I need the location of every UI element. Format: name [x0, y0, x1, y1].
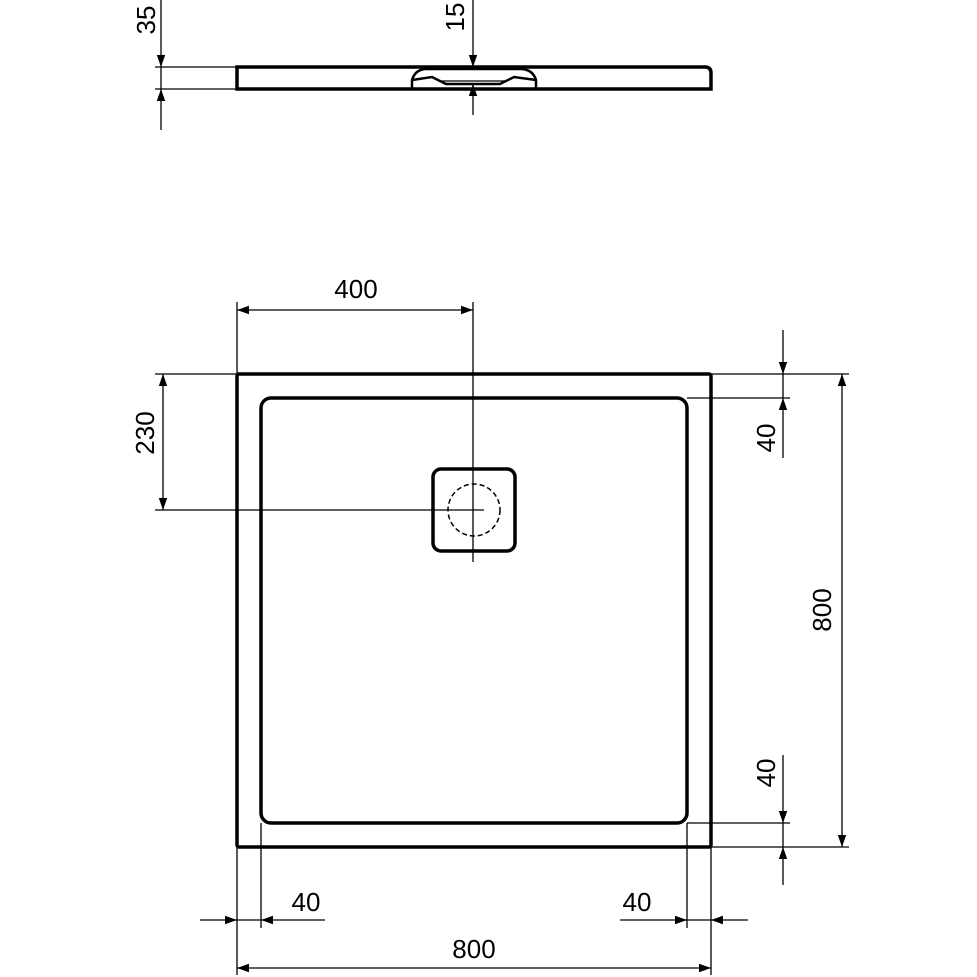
tray-basin — [259, 396, 689, 825]
dim-rim-right-label: 40 — [623, 887, 652, 917]
dim-depth-label: 800 — [807, 588, 837, 631]
drain-profile — [410, 67, 538, 89]
dim-drain-x-label: 400 — [334, 274, 377, 304]
dim-drain-y-label: 230 — [130, 411, 160, 454]
tray-profile — [235, 65, 713, 91]
side-view: 35 15 — [131, 0, 713, 130]
tray-outline — [235, 372, 713, 849]
dim-rim-top-label: 40 — [751, 424, 781, 453]
dim-drain-depth-label: 15 — [440, 3, 470, 32]
dim-height-label: 35 — [131, 6, 161, 35]
dim-rim-left-label: 40 — [292, 887, 321, 917]
plan-view: 400 230 800 40 40 40 40 — [130, 274, 849, 975]
dim-width-label: 800 — [452, 934, 495, 964]
dim-rim-bottom-label: 40 — [751, 759, 781, 788]
